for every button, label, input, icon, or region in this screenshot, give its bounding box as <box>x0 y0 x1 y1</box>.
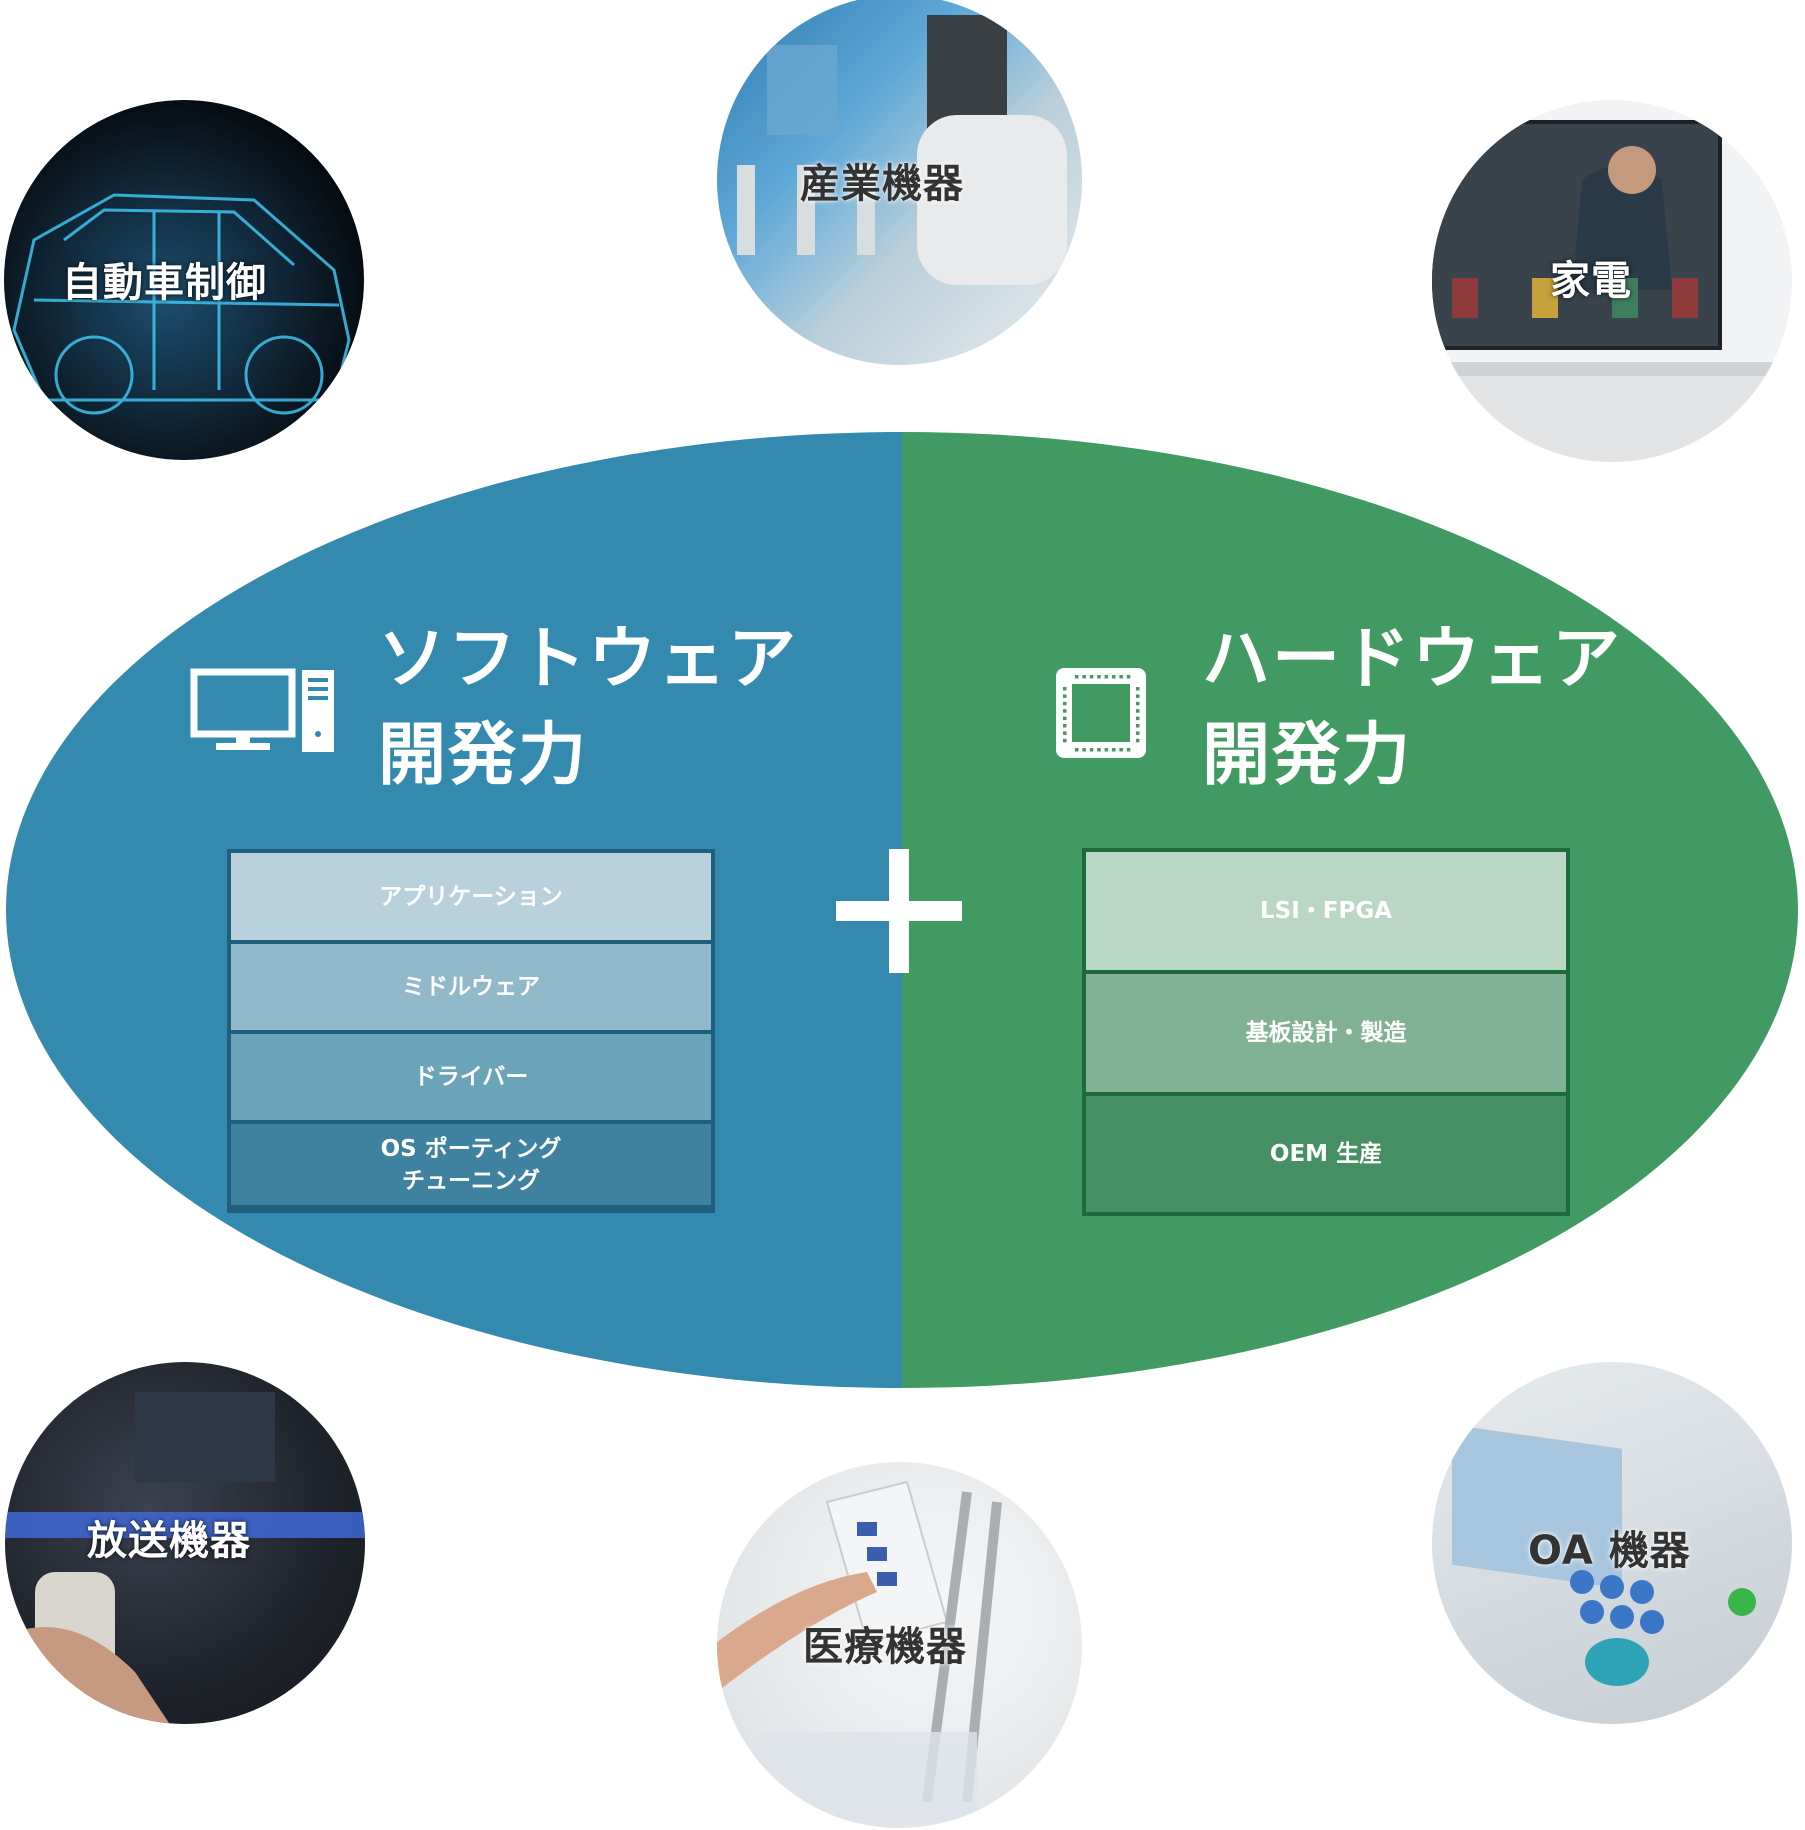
label-appliances: 家電 <box>1550 258 1632 304</box>
circle-industrial: 産業機器 <box>717 0 1082 365</box>
software-heading-line2: 開発力 <box>378 716 589 795</box>
layer-board-design: 基板設計・製造 <box>1086 970 1566 1092</box>
hardware-heading-line2: 開発力 <box>1202 716 1413 795</box>
layer-driver: ドライバー <box>231 1030 711 1120</box>
circle-office: OA 機器 <box>1432 1362 1792 1724</box>
label-industrial: 産業機器 <box>800 161 964 207</box>
circle-medical: 医療機器 <box>717 1462 1082 1828</box>
remote-control-icon <box>5 1392 365 1724</box>
label-medical: 医療機器 <box>803 1624 967 1670</box>
plus-icon <box>836 849 962 973</box>
chip-icon <box>1056 668 1146 758</box>
circle-automotive: 自動車制御 <box>4 100 364 460</box>
hardware-heading-line1: ハードウェア <box>1202 620 1623 699</box>
layer-os-porting: OS ポーティング チューニング <box>231 1120 711 1205</box>
television-icon <box>1432 120 1792 462</box>
dental-unit-icon <box>717 1480 1002 1822</box>
car-wireframe-icon <box>12 193 351 415</box>
layer-application: アプリケーション <box>231 853 711 940</box>
circle-broadcast: 放送機器 <box>5 1362 365 1724</box>
layer-middleware: ミドルウェア <box>231 940 711 1030</box>
label-office: OA 機器 <box>1528 1528 1691 1574</box>
software-layer-stack: アプリケーション ミドルウェア ドライバー OS ポーティング チューニング <box>227 849 715 1213</box>
software-heading-line1: ソフトウェア <box>378 620 799 699</box>
layer-lsi-fpga: LSI・FPGA <box>1086 852 1566 970</box>
software-heading: ソフトウェア 開発力 <box>378 612 798 804</box>
hardware-layer-stack: LSI・FPGA 基板設計・製造 OEM 生産 <box>1082 848 1570 1216</box>
machine-tool-icon <box>737 15 1067 285</box>
label-automotive: 自動車制御 <box>62 260 267 306</box>
layer-oem-production: OEM 生産 <box>1086 1092 1566 1212</box>
desktop-computer-icon <box>190 668 334 752</box>
hardware-heading: ハードウェア 開発力 <box>1202 612 1622 804</box>
copier-panel-icon <box>1452 1424 1756 1686</box>
circle-appliances: 家電 <box>1432 100 1792 462</box>
label-broadcast: 放送機器 <box>87 1518 251 1564</box>
